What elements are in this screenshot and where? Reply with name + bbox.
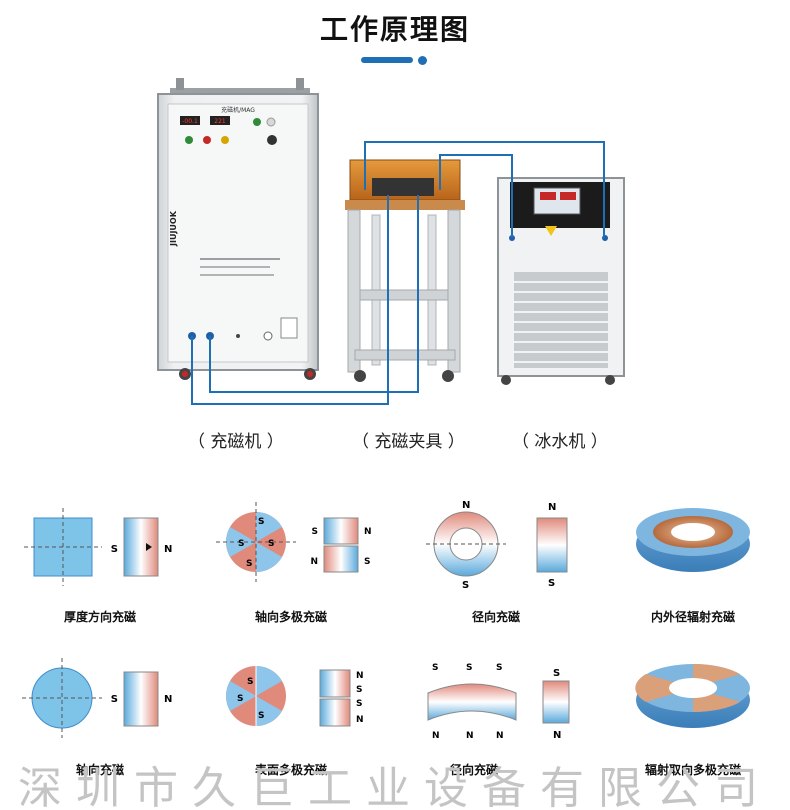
svg-text:N: N [462, 500, 470, 511]
label-radial-2: 径向充磁 [449, 763, 498, 777]
title-underline [361, 57, 413, 63]
svg-text:N: N [310, 557, 318, 567]
svg-text:N: N [164, 694, 172, 705]
svg-text:S: S [496, 663, 502, 673]
svg-text:S: S [432, 663, 438, 673]
svg-text:S: S [237, 694, 243, 704]
svg-text:N: N [164, 544, 172, 555]
label-radial-oriented-multipole: 辐射取向多极充磁 [644, 763, 741, 777]
label-surface-multipole: 表面多极充磁 [254, 763, 327, 777]
brand-logo: JIUJUOK [169, 210, 178, 247]
svg-text:N: N [432, 731, 440, 741]
caption-fixture: （ 充磁夹具 ） [352, 432, 465, 452]
svg-text:S: S [111, 544, 118, 555]
svg-text:N: N [356, 671, 364, 681]
equipment-illustration: 充磁机/MAG -00.1 221 JIUJUOK [157, 78, 625, 405]
diagram-ring-radial [636, 508, 750, 572]
caption-chiller: （ 冰水机 ） [512, 432, 608, 452]
red-indicator-icon [203, 136, 211, 144]
svg-text:N: N [548, 502, 556, 513]
svg-text:S: S [238, 539, 244, 549]
svg-text:N: N [466, 731, 474, 741]
fixture-machine [345, 159, 465, 382]
yellow-indicator-icon [221, 136, 229, 144]
svg-text:S: S [258, 517, 264, 527]
svg-text:N: N [364, 527, 372, 537]
magnetization-diagrams: S N S S S S S N N S N S N S [22, 500, 750, 741]
svg-text:S: S [247, 677, 253, 687]
caption-magnetizer: （ 充磁机 ） [188, 432, 284, 452]
svg-text:S: S [462, 580, 469, 591]
label-ring-radial: 内外径辐射充磁 [650, 610, 735, 624]
svg-text:S: S [258, 711, 264, 721]
svg-text:S: S [553, 668, 560, 679]
diagram-axial: S N [22, 658, 172, 738]
svg-text:S: S [268, 539, 274, 549]
label-axial: 轴向充磁 [75, 763, 124, 777]
diagram-thickness: S N [24, 508, 172, 586]
label-thickness: 厚度方向充磁 [63, 610, 136, 624]
svg-text:N: N [356, 715, 364, 725]
svg-text:N: N [496, 731, 504, 741]
label-axial-multipole: 轴向多极充磁 [254, 610, 327, 624]
svg-text:S: S [111, 694, 118, 705]
svg-text:S: S [356, 685, 362, 695]
display-2: 221 [214, 118, 226, 125]
green-indicator-icon [185, 136, 193, 144]
svg-text:S: S [466, 663, 472, 673]
chiller-machine [497, 177, 625, 385]
label-radial-1: 径向充磁 [471, 610, 520, 624]
diagram-axial-multipole: S S S S S N N S [216, 502, 372, 582]
diagram-surface-multipole: S S S N S S N [225, 666, 364, 727]
svg-text:N: N [553, 730, 561, 741]
display-1: -00.1 [182, 118, 198, 125]
svg-text:S: S [356, 699, 362, 709]
title-dot [418, 56, 427, 65]
diagram-radial-2: S S S N N N S N [427, 663, 570, 741]
cooling-and-power-cables [191, 141, 605, 405]
svg-text:S: S [246, 559, 252, 569]
diagram-radial-oriented-multipole [635, 663, 750, 728]
company-watermark: 深圳市久巨工业设备有限公司 [18, 763, 772, 810]
page-title: 工作原理图 [319, 13, 470, 46]
svg-text:S: S [312, 527, 318, 537]
magnetizer-machine: 充磁机/MAG -00.1 221 JIUJUOK [157, 78, 319, 380]
svg-text:S: S [548, 578, 555, 589]
panel-title: 充磁机/MAG [221, 106, 255, 114]
diagram-radial-1: N S N S [426, 500, 568, 591]
svg-text:S: S [364, 557, 370, 567]
